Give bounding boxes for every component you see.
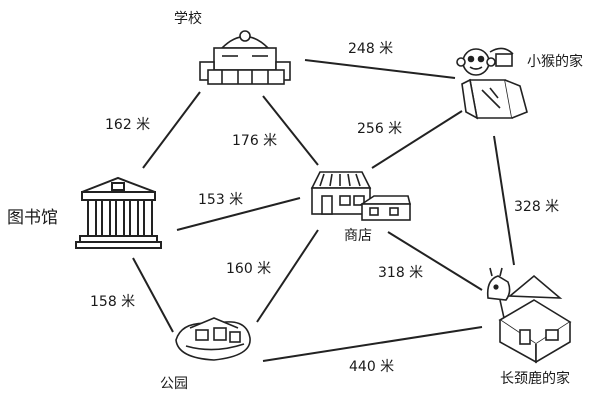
- giraffe-home-icon: [486, 267, 572, 364]
- label-monkey-home: 小猴的家: [527, 54, 583, 70]
- edge-school-shop: [262, 95, 319, 166]
- distance-school-library: 162 米: [105, 117, 151, 133]
- edge-school-monkey: [304, 59, 456, 79]
- school-icon: [199, 30, 291, 85]
- edge-shop-monkey: [371, 110, 463, 169]
- label-giraffe-home: 长颈鹿的家: [500, 371, 570, 387]
- distance-shop-monkey: 256 米: [357, 121, 403, 137]
- library-icon: [75, 176, 162, 249]
- distance-shop-giraffe: 318 米: [378, 265, 424, 281]
- monkey-home-icon: [456, 47, 528, 120]
- edge-monkey-giraffe: [493, 135, 515, 266]
- label-park: 公园: [160, 376, 188, 392]
- distance-school-shop: 176 米: [232, 133, 278, 149]
- distance-monkey-giraffe: 328 米: [514, 199, 560, 215]
- label-school: 学校: [174, 11, 202, 27]
- label-shop: 商店: [344, 228, 372, 244]
- label-library: 图书馆: [7, 208, 58, 228]
- edge-school-library: [142, 91, 201, 169]
- park-icon: [175, 317, 251, 361]
- distance-library-park: 158 米: [90, 294, 136, 310]
- edge-park-giraffe: [262, 326, 483, 362]
- edge-library-shop: [176, 197, 301, 231]
- distance-school-monkey: 248 米: [348, 41, 394, 57]
- distance-library-shop: 153 米: [198, 192, 244, 208]
- edge-shop-giraffe: [387, 231, 483, 291]
- distance-park-shop: 160 米: [226, 261, 272, 277]
- shop-icon: [310, 171, 412, 221]
- edge-park-shop: [256, 229, 319, 323]
- edge-library-park: [132, 257, 174, 333]
- distance-park-giraffe: 440 米: [349, 359, 395, 375]
